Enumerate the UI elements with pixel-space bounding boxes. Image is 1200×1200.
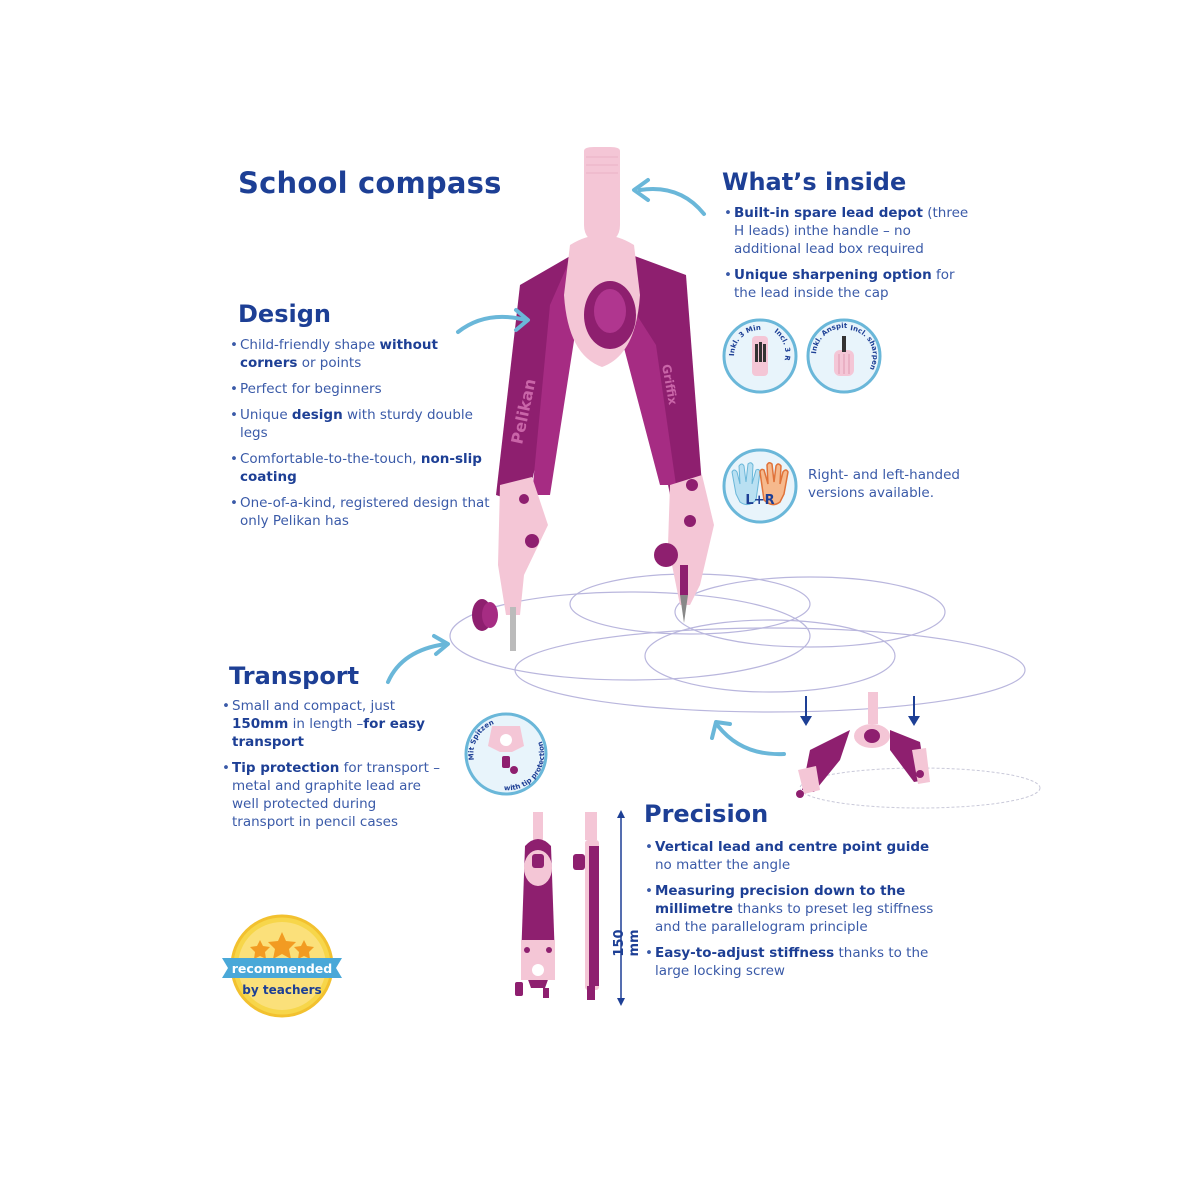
list-item: One-of-a-kind, registered design that on… [230,494,490,530]
arrow-transport [386,634,450,684]
list-item: Small and compact, just 150mm in length … [222,697,442,751]
down-arrows [800,696,920,726]
compass-right-leg [632,255,702,495]
precision-heading: Precision [644,800,769,828]
page-title: School compass [238,166,502,200]
arrow-whats-inside [632,178,706,216]
transport-list: Small and compact, just 150mm in length … [222,697,442,839]
list-item: Built-in spare lead depot (three H leads… [724,204,974,258]
star-icon [294,940,314,959]
compass-front-side-views [515,812,599,1000]
whats-inside-list: Built-in spare lead depot (three H leads… [724,204,974,310]
hands-badge: L+R [722,448,798,524]
list-item: Comfortable-to-the-touch, non-slip coati… [230,450,490,486]
compass-right-foot [668,475,714,605]
recommended-badge: recommended by teachers [222,914,342,1018]
tip-protection-badge: Mit Spitzenschutz with tip protection [462,706,548,796]
length-dimension [617,810,625,1006]
recommended-ribbon: recommended [232,961,332,976]
recommended-sub: by teachers [242,983,321,997]
compass-illustration: Pelikan Griffix [472,147,714,651]
star-icon [268,932,296,959]
list-item: Tip protection for transport – metal and… [222,759,442,831]
list-item: Vertical lead and centre point guide no … [645,838,945,874]
list-item: Unique sharpening option for the lead in… [724,266,974,302]
list-item: Measuring precision down to the millimet… [645,882,945,936]
needle-point [510,607,516,651]
drawn-circles [449,573,1026,713]
star-icon [250,940,270,959]
whats-inside-heading: What’s inside [722,168,907,196]
sharpener-badge: Inkl. Anspitzer Incl. sharpener [804,312,882,394]
design-list: Child-friendly shape without corners or … [230,336,490,538]
list-item: Easy-to-adjust stiffness thanks to the l… [645,944,945,980]
lead-depot-badge: Inkl. 3 Minen Incl. 3 Refill leads [719,312,798,394]
hands-badge-label: L+R [745,493,774,508]
list-item: Unique design with sturdy double legs [230,406,490,442]
transport-heading: Transport [229,662,360,690]
list-item: Perfect for beginners [230,380,490,398]
arrow-precision [710,720,786,757]
length-label: 150 mm [612,929,642,957]
lead-tip [680,595,688,623]
precision-list: Vertical lead and centre point guide no … [645,838,945,988]
compass-cap [584,147,620,245]
hands-text: Right- and left-handed versions availabl… [808,467,960,501]
list-item: Child-friendly shape without corners or … [230,336,490,372]
compass-angled-view [796,692,1041,809]
arrow-design [456,308,530,334]
design-heading: Design [238,300,331,328]
compass-left-foot [498,477,548,615]
